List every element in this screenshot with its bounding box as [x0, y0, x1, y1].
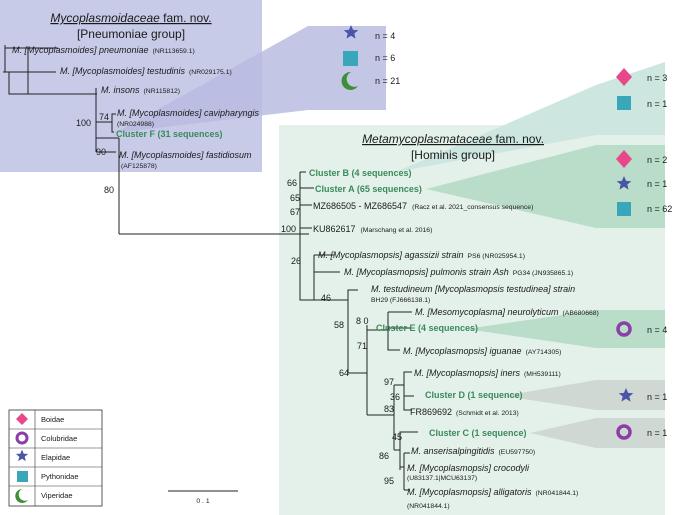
taxon-alligatoris-acc2: (NR041844.1) — [407, 503, 450, 510]
taxon-iguanae: M. [Mycoplasmopsis] iguanae(AY714305) — [403, 346, 561, 356]
bootstrap-value: 58 — [334, 320, 344, 330]
hominis-group-subtitle: [Hominis group] — [411, 148, 495, 162]
count-f-crescent: n = 21 — [375, 76, 400, 86]
bootstrap-value: 97 — [384, 377, 394, 387]
taxon-crocodyli-acc: (U83137.1|MCU63137) — [407, 475, 477, 482]
scale-bar: 0 . 1 — [168, 490, 238, 505]
bootstrap-value: 90 — [96, 147, 106, 157]
bootstrap-value: 45 — [392, 432, 402, 442]
cluster-f-star-icon — [343, 25, 359, 39]
taxon-testudineum: M. testudineum [Mycoplasmopsis testudine… — [371, 284, 575, 294]
bootstrap-value: 65 — [290, 193, 300, 203]
cluster-a-wedge — [426, 145, 665, 228]
legend-ring-icon — [15, 431, 29, 445]
taxon-fastidiosum-acc: (AF125878) — [121, 163, 157, 170]
count-b-square: n = 1 — [647, 99, 667, 109]
legend-square-icon — [17, 471, 28, 482]
cluster-f-crescent-icon — [341, 71, 358, 90]
cluster-e-label: Cluster E (4 sequences) — [376, 323, 478, 333]
cluster-d-star-icon — [618, 388, 634, 402]
cluster-f-label: Cluster F (31 sequences) — [116, 129, 223, 139]
bootstrap-value: 74 — [99, 112, 109, 122]
count-f-square: n = 6 — [375, 53, 395, 63]
scale-bar-label: 0 . 1 — [196, 498, 209, 505]
count-f-star: n = 4 — [375, 31, 395, 41]
cluster-c-ring-icon — [616, 424, 632, 440]
cluster-a-label: Cluster A (65 sequences) — [315, 184, 422, 194]
hominis-group-title: Metamycoplasmataceae fam. nov. — [362, 132, 544, 146]
taxon-cavipharyngis-acc: (NR024988) — [117, 121, 154, 128]
taxon-alligatoris: M. [Mycoplasmopsis] alligatoris(NR041844… — [407, 487, 578, 497]
cluster-f-square-icon — [343, 51, 358, 66]
count-d-star: n = 1 — [647, 392, 667, 402]
legend-label-colubridae: Colubridae — [41, 434, 77, 443]
bootstrap-value: 100 — [76, 118, 91, 128]
cluster-a-square-icon — [617, 202, 631, 216]
taxon-fr: FR869692(Schmidt et al. 2013) — [410, 407, 519, 417]
count-a-star: n = 1 — [647, 179, 667, 189]
bootstrap-value: 46 — [321, 293, 331, 303]
bootstrap-value: 64 — [339, 368, 349, 378]
bootstrap-value: 86 — [379, 451, 389, 461]
cluster-a-diamond-icon — [616, 150, 632, 168]
taxon-crocodyli: M. [Mycoplasmopsis] crocodyli — [407, 463, 530, 473]
count-e-ring: n = 4 — [647, 325, 667, 335]
legend-label-pythonidae: Pythonidae — [41, 472, 79, 481]
pneumoniae-group-title: Mycoplasmoidaceae fam. nov. — [50, 11, 211, 25]
legend: Boidae Colubridae Elapidae Pythonidae Vi… — [8, 409, 103, 507]
cluster-d-wedge — [504, 380, 665, 410]
cluster-d-label: Cluster D (1 sequence) — [425, 390, 523, 400]
bootstrap-value: 66 — [287, 178, 297, 188]
bootstrap-value: 80 — [104, 185, 114, 195]
cluster-c-wedge — [530, 418, 665, 448]
bootstrap-value: 71 — [357, 341, 367, 351]
bootstrap-value: 100 — [281, 224, 296, 234]
bootstrap-value: 26 — [291, 256, 301, 266]
legend-label-elapidae: Elapidae — [41, 453, 70, 462]
tree-branches — [3, 45, 418, 491]
count-c-ring: n = 1 — [647, 428, 667, 438]
taxon-cavipharyngis: M. [Mycoplasmoides] cavipharyngis — [117, 108, 260, 118]
legend-diamond-icon — [16, 413, 28, 425]
taxon-neurolyticum: M. [Mesomycoplasma] neurolyticum(AB68066… — [415, 307, 599, 317]
cluster-b-diamond-icon — [616, 68, 632, 86]
cluster-e-wedge — [466, 310, 665, 348]
count-a-diamond: n = 2 — [647, 155, 667, 165]
cluster-c-label: Cluster C (1 sequence) — [429, 428, 527, 438]
taxon-pneumoniae: M. [Mycoplasmoides] pneumoniae(NR113659.… — [12, 45, 195, 55]
taxon-anserisalpingitidis: M. anserisalpingitidis(EU597750) — [411, 446, 535, 456]
legend-label-viperidae: Viperidae — [41, 491, 73, 500]
bootstrap-value: 67 — [290, 207, 300, 217]
legend-label-boidae: Boidae — [41, 415, 64, 424]
bootstrap-value: 83 — [384, 404, 394, 414]
bootstrap-value: 36 — [390, 392, 400, 402]
taxon-testudineum-acc: BH29 (FJ666138.1) — [371, 297, 430, 304]
legend-crescent-icon — [15, 489, 28, 503]
taxon-testudinis: M. [Mycoplasmoides] testudinis(NR029175.… — [60, 66, 232, 76]
taxon-ku: KU862617(Marschang et al. 2016) — [313, 224, 432, 234]
cluster-a-star-icon — [616, 176, 632, 190]
cluster-b-label: Cluster B (4 sequences) — [309, 168, 412, 178]
taxon-insons: M. insons(NR115812) — [101, 85, 180, 95]
pneumoniae-group-subtitle: [Pneumoniae group] — [77, 27, 185, 41]
count-b-diamond: n = 3 — [647, 73, 667, 83]
cluster-f-wedge — [115, 26, 386, 133]
cluster-b-square-icon — [617, 96, 631, 110]
taxon-fastidiosum: M. [Mycoplasmoides] fastidiosum — [119, 150, 252, 160]
legend-star-icon — [15, 449, 29, 462]
taxon-iners: M. [Mycoplasmopsis] iners(MH539111) — [414, 368, 561, 378]
cluster-b-wedge — [396, 85, 596, 172]
bootstrap-value: 95 — [384, 476, 394, 486]
bootstrap-value: 8 0 — [356, 316, 369, 326]
taxon-mz: MZ686505 - MZ686547(Racz et al. 2021_con… — [313, 201, 533, 211]
cluster-e-ring-icon — [616, 321, 632, 337]
count-a-square: n = 62 — [647, 204, 672, 214]
